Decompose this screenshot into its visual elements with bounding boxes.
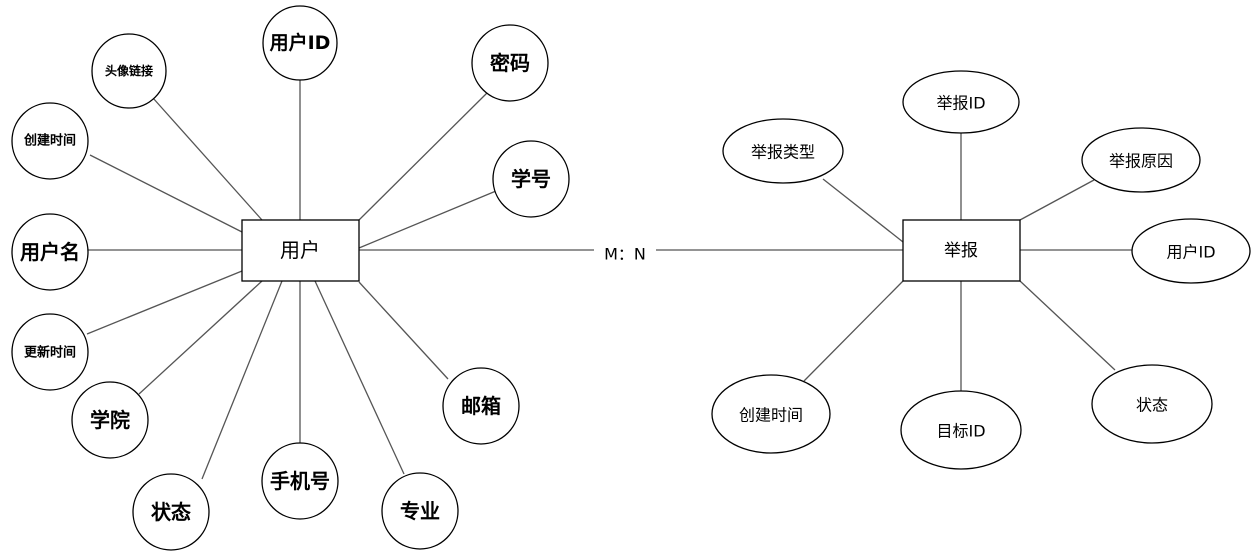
entity-report-label: 举报 — [944, 241, 978, 261]
attr-email-label: 邮箱 — [461, 394, 501, 418]
user-connectors — [86, 77, 497, 480]
attr-report-user-id-label: 用户ID — [1166, 243, 1215, 262]
attr-username-label: 用户名 — [20, 240, 80, 264]
edge-user-password — [358, 91, 489, 221]
edge-user-status — [201, 280, 283, 480]
attr-status-user[interactable]: 状态 — [132, 473, 210, 551]
attr-student-no[interactable]: 学号 — [492, 140, 570, 218]
entity-user[interactable]: 用户 — [241, 219, 360, 282]
edge-user-email — [358, 281, 449, 380]
attr-report-create-time-label: 创建时间 — [739, 406, 803, 425]
edge-user-major — [314, 280, 405, 475]
attr-create-time[interactable]: 创建时间 — [11, 102, 89, 180]
edge-report-create-time — [803, 280, 904, 382]
attr-phone[interactable]: 手机号 — [261, 442, 339, 520]
edge-report-status — [1019, 280, 1116, 371]
attr-report-target-id[interactable]: 目标ID — [900, 390, 1022, 470]
entity-user-label: 用户 — [280, 238, 320, 262]
entity-report[interactable]: 举报 — [902, 219, 1021, 282]
relationship-label: M：N — [604, 245, 646, 264]
edge-user-student-no — [358, 190, 497, 249]
attr-report-reason-label: 举报原因 — [1109, 152, 1173, 171]
attr-college[interactable]: 学院 — [71, 381, 149, 459]
attr-report-status[interactable]: 状态 — [1091, 364, 1213, 444]
edge-report-report-type — [822, 178, 904, 243]
attr-password[interactable]: 密码 — [471, 24, 549, 102]
edge-user-avatar-link — [152, 97, 263, 221]
attr-password-label: 密码 — [490, 51, 530, 75]
attr-report-create-time[interactable]: 创建时间 — [711, 374, 831, 454]
attr-report-status-label: 状态 — [1136, 396, 1168, 415]
attr-report-type-label: 举报类型 — [751, 143, 815, 162]
edge-user-update-time — [86, 270, 243, 335]
attr-report-id[interactable]: 举报ID — [902, 70, 1020, 134]
attr-status-user-label: 状态 — [151, 500, 191, 524]
attr-user-id-label: 用户ID — [270, 31, 331, 54]
attr-report-target-id-label: 目标ID — [936, 422, 985, 441]
attr-user-id[interactable]: 用户ID — [262, 5, 338, 81]
attr-report-user-id[interactable]: 用户ID — [1131, 218, 1251, 284]
attr-major-label: 专业 — [400, 499, 440, 523]
attr-report-id-label: 举报ID — [936, 94, 985, 113]
attr-email[interactable]: 邮箱 — [442, 367, 520, 445]
edge-user-college — [138, 280, 263, 395]
attr-college-label: 学院 — [90, 408, 130, 432]
attr-report-type[interactable]: 举报类型 — [722, 118, 844, 184]
attr-avatar-link-label: 头像链接 — [105, 63, 153, 78]
attr-avatar-link[interactable]: 头像链接 — [91, 33, 167, 109]
attr-update-time-label: 更新时间 — [24, 345, 76, 361]
attr-create-time-label: 创建时间 — [23, 133, 76, 149]
attr-update-time[interactable]: 更新时间 — [11, 313, 89, 391]
edge-user-create-time — [89, 154, 243, 233]
report-connectors — [803, 132, 1132, 391]
attr-major[interactable]: 专业 — [381, 472, 459, 550]
edge-report-report-reason — [1019, 179, 1095, 221]
attr-username[interactable]: 用户名 — [11, 213, 89, 291]
attr-report-reason[interactable]: 举报原因 — [1081, 127, 1201, 193]
attr-student-no-label: 学号 — [511, 167, 551, 191]
attr-phone-label: 手机号 — [270, 469, 330, 493]
